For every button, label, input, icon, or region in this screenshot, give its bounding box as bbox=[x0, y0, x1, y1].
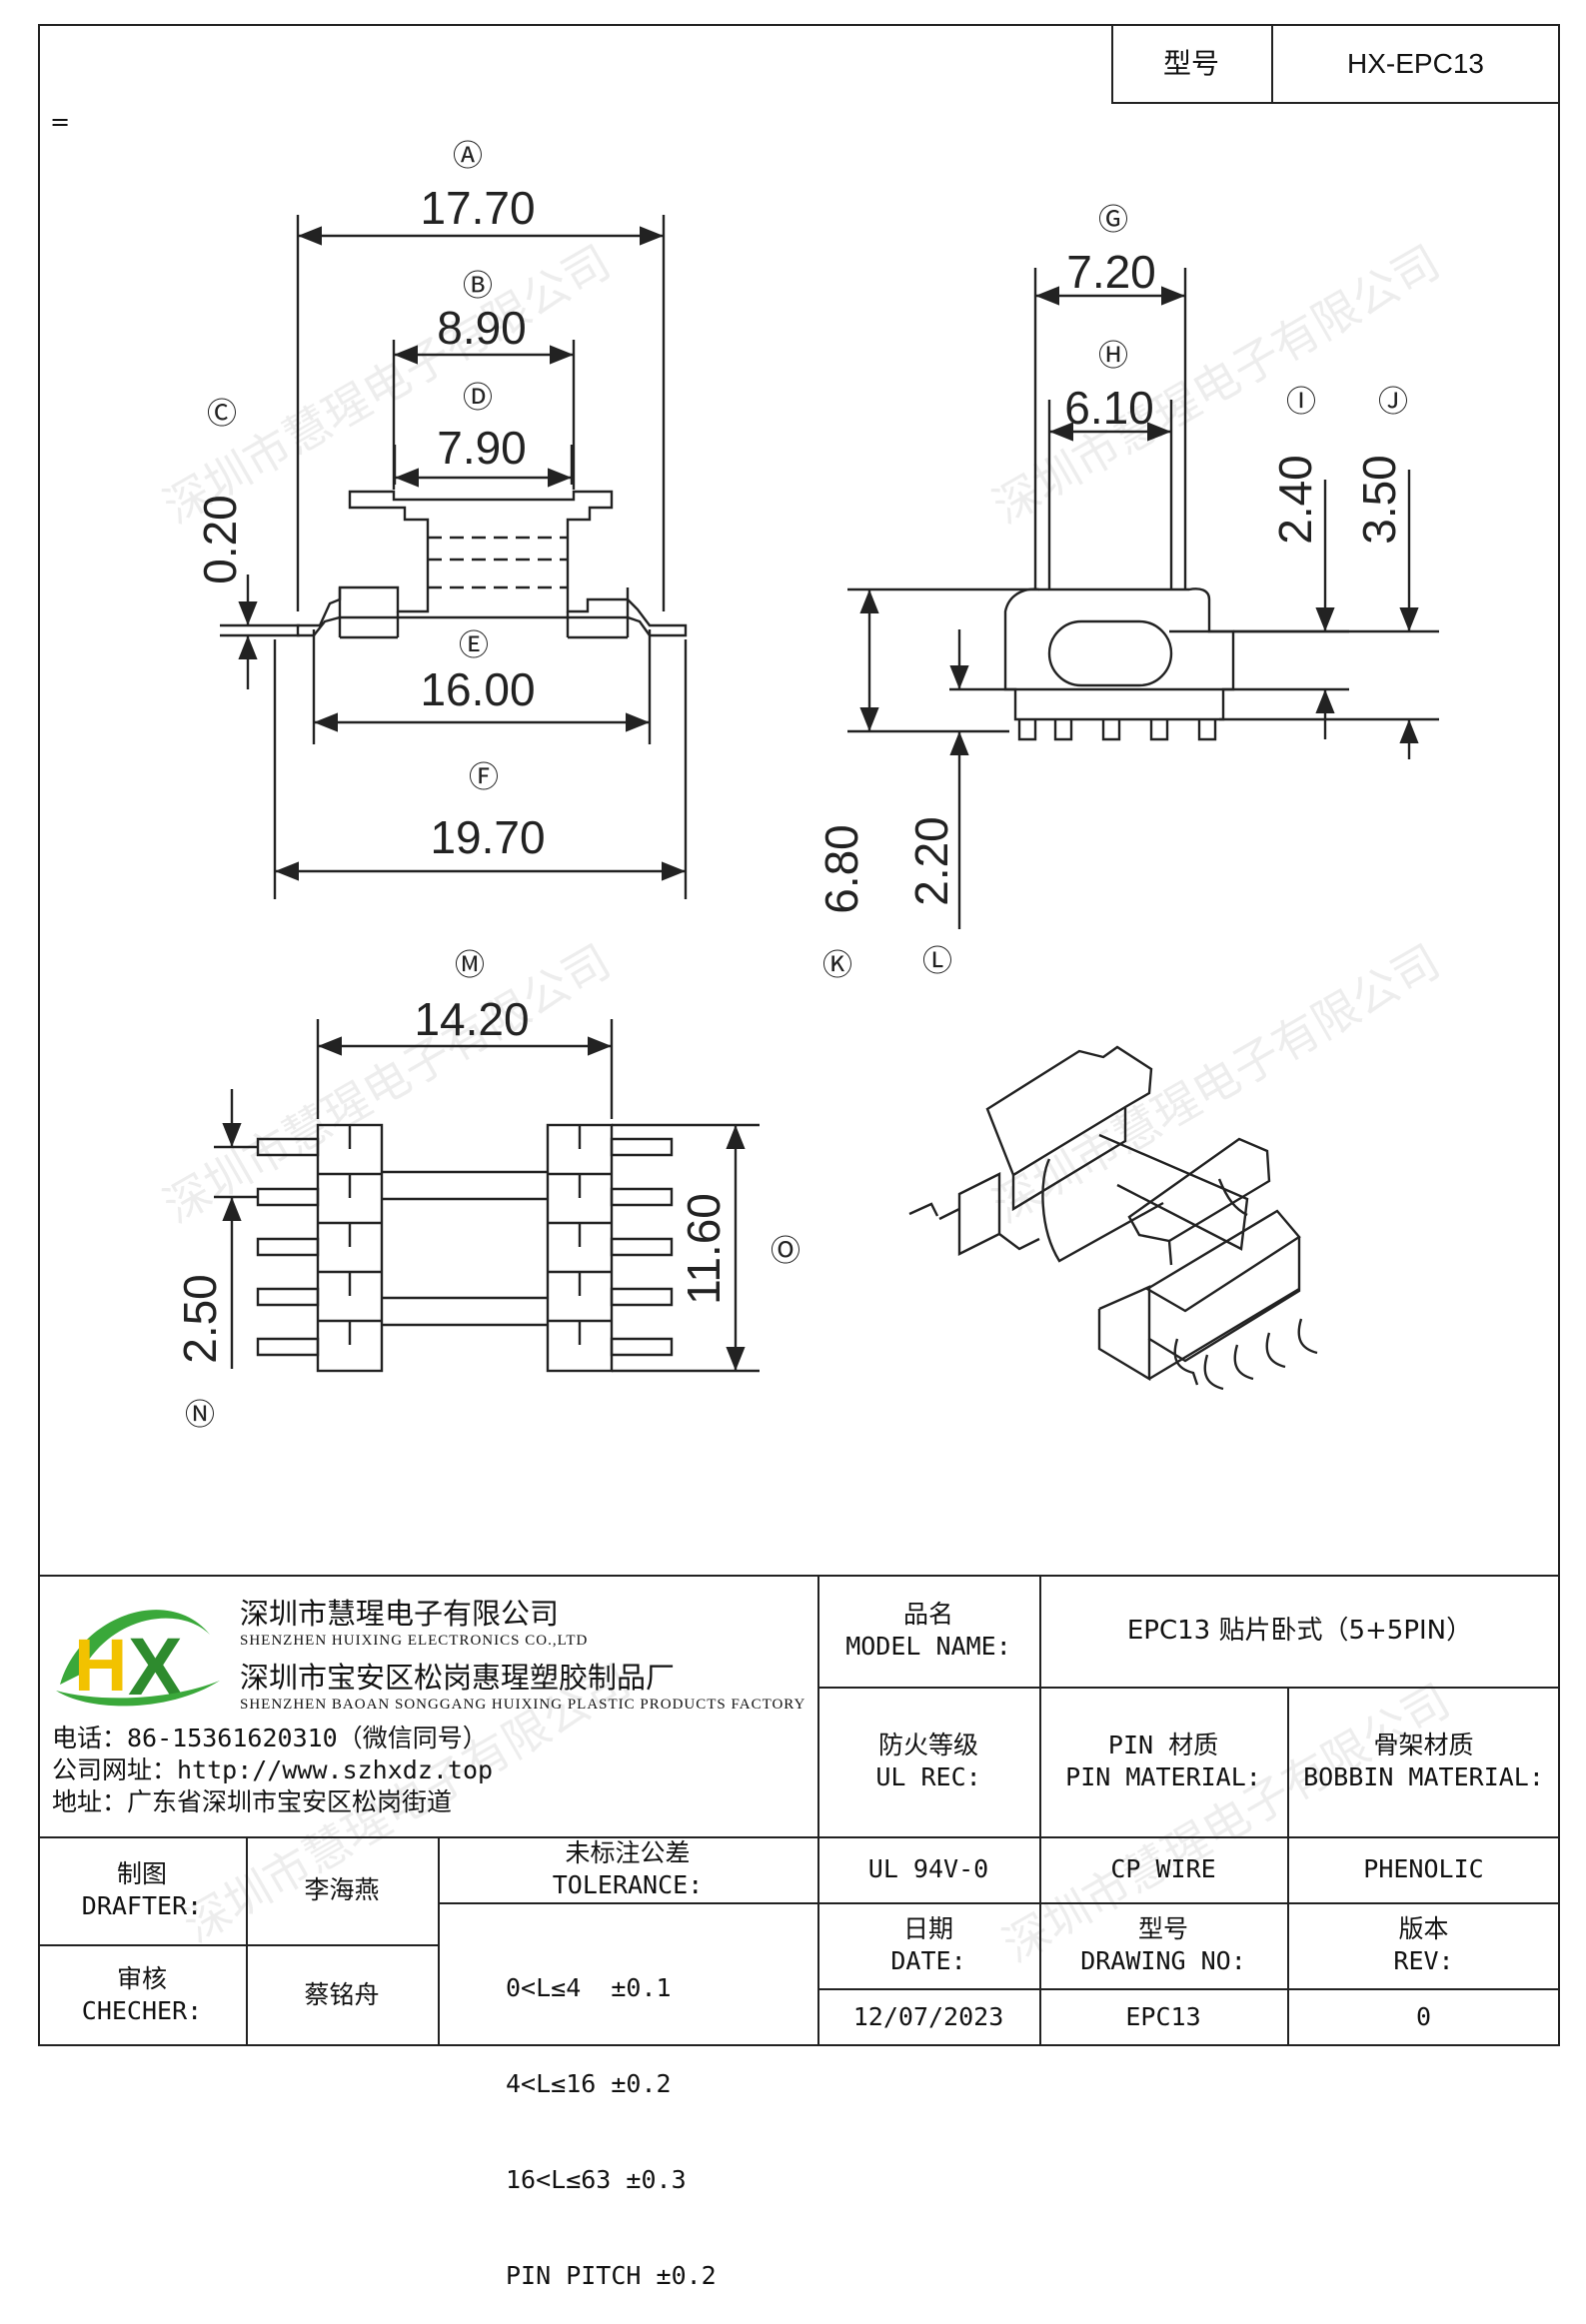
dim-label-l: Ⓛ bbox=[922, 945, 952, 978]
company-logo: H X bbox=[56, 1610, 220, 1713]
svg-text:H: H bbox=[74, 1624, 127, 1707]
dim-value-l: 2.20 bbox=[905, 816, 957, 906]
dim-label-k: Ⓚ bbox=[822, 949, 852, 982]
dim-value-o: 11.60 bbox=[678, 1193, 730, 1305]
drawing-frame bbox=[38, 24, 1560, 2046]
tolerance-row: 4<L≤16 ±0.2 bbox=[506, 2069, 672, 2098]
dim-value-a: 17.70 bbox=[420, 182, 535, 234]
factory-name-en: SHENZHEN BAOAN SONGGANG HUIXING PLASTIC … bbox=[240, 1697, 806, 1713]
dim-label-n: Ⓝ bbox=[185, 1399, 215, 1432]
dim-value-d: 7.90 bbox=[437, 422, 527, 474]
tolerance-table: 0<L≤4 ±0.1 4<L≤16 ±0.2 16<L≤63 ±0.3 PIN … bbox=[506, 1908, 805, 2324]
ul-rec-label: 防火等级 UL REC: bbox=[875, 1731, 981, 1791]
dimension-labels: Ⓐ 17.70 Ⓑ 8.90 Ⓓ 7.90 Ⓒ 0.20 Ⓔ 16.00 Ⓕ 1… bbox=[174, 140, 1408, 1432]
dim-label-m: Ⓜ bbox=[455, 949, 485, 982]
drawing-no-value: EPC13 bbox=[1125, 2002, 1201, 2031]
checker-label: 审核 CHECHER: bbox=[81, 1964, 203, 2025]
header-marker: = bbox=[50, 108, 71, 136]
dim-value-g: 7.20 bbox=[1066, 246, 1156, 298]
company-address: 地址：广东省深圳市宝安区松岗街道 bbox=[52, 1787, 453, 1816]
model-header-value: HX-EPC13 bbox=[1347, 48, 1484, 79]
ul-rec-value: UL 94V-0 bbox=[867, 1854, 989, 1883]
dim-label-j: Ⓙ bbox=[1378, 386, 1408, 419]
dim-value-m: 14.20 bbox=[414, 993, 529, 1045]
dim-label-e: Ⓔ bbox=[459, 629, 489, 662]
dim-value-n: 2.50 bbox=[174, 1274, 226, 1364]
side-view bbox=[847, 268, 1439, 929]
rev-value: 0 bbox=[1415, 2002, 1432, 2031]
model-name-value: EPC13 贴片卧式（5+5PIN） bbox=[1126, 1616, 1473, 1646]
dim-label-d: Ⓓ bbox=[463, 382, 493, 415]
tolerance-label: 未标注公差 TOLERANCE: bbox=[552, 1838, 704, 1899]
dim-value-c: 0.20 bbox=[194, 495, 246, 584]
pin-material-label: PIN 材质 PIN MATERIAL: bbox=[1065, 1731, 1261, 1791]
isometric-view bbox=[908, 1045, 1318, 1391]
pin-material-value: CP WIRE bbox=[1110, 1854, 1216, 1883]
dim-value-e: 16.00 bbox=[420, 663, 535, 715]
dim-value-i: 2.40 bbox=[1269, 455, 1321, 545]
drafter-label: 制图 DRAFTER: bbox=[81, 1859, 203, 1920]
dim-value-h: 6.10 bbox=[1064, 382, 1154, 434]
tolerance-row: PIN PITCH ±0.2 bbox=[506, 2261, 717, 2290]
factory-name-cn: 深圳市宝安区松岗惠瑆塑胶制品厂 bbox=[240, 1661, 676, 1695]
dim-value-j: 3.50 bbox=[1353, 455, 1405, 545]
company-info: H X 深圳市慧瑆电子有限公司 SHENZHEN HUIXING ELECTRO… bbox=[50, 1589, 809, 1834]
dim-label-h: Ⓗ bbox=[1098, 340, 1128, 373]
dim-label-a: Ⓐ bbox=[453, 140, 483, 173]
company-website[interactable]: 公司网址：http://www.szhxdz.top bbox=[52, 1755, 494, 1784]
model-header-label: 型号 bbox=[1162, 47, 1219, 80]
date-value: 12/07/2023 bbox=[852, 2002, 1004, 2031]
tolerance-row: 0<L≤4 ±0.1 bbox=[506, 1973, 672, 2002]
dim-label-i: Ⓘ bbox=[1286, 386, 1316, 419]
company-name-en: SHENZHEN HUIXING ELECTRONICS CO.,LTD bbox=[240, 1633, 589, 1649]
dim-label-o: Ⓞ bbox=[771, 1235, 800, 1268]
bobbin-material-label: 骨架材质 BOBBIN MATERIAL: bbox=[1303, 1731, 1544, 1791]
technical-drawing: Ⓐ 17.70 Ⓑ 8.90 Ⓓ 7.90 Ⓒ 0.20 Ⓔ 16.00 Ⓕ 1… bbox=[174, 140, 1439, 1432]
company-phone: 电话：86-15361620310（微信同号） bbox=[52, 1724, 488, 1752]
dim-label-c: Ⓒ bbox=[207, 398, 237, 431]
tolerance-row: 16<L≤63 ±0.3 bbox=[506, 2165, 687, 2194]
date-label: 日期 DATE: bbox=[890, 1914, 966, 1975]
model-name-label: 品名 MODEL NAME: bbox=[845, 1600, 1011, 1661]
company-name-cn: 深圳市慧瑆电子有限公司 bbox=[240, 1597, 560, 1631]
dim-label-b: Ⓑ bbox=[463, 270, 493, 303]
dim-label-g: Ⓖ bbox=[1098, 204, 1128, 237]
dim-value-f: 19.70 bbox=[430, 811, 545, 863]
drafter-name: 李海燕 bbox=[304, 1875, 380, 1904]
front-view bbox=[220, 215, 688, 899]
checker-name: 蔡铭舟 bbox=[304, 1980, 380, 2009]
bobbin-material-value: PHENOLIC bbox=[1363, 1854, 1484, 1883]
bottom-view bbox=[214, 1019, 760, 1373]
dim-value-k: 6.80 bbox=[815, 824, 867, 914]
model-header-box bbox=[1111, 24, 1560, 104]
dim-value-b: 8.90 bbox=[437, 302, 527, 354]
rev-label: 版本 REV: bbox=[1393, 1914, 1454, 1975]
dim-label-f: Ⓕ bbox=[469, 761, 499, 794]
drawing-no-label: 型号 DRAWING NO: bbox=[1080, 1914, 1246, 1975]
